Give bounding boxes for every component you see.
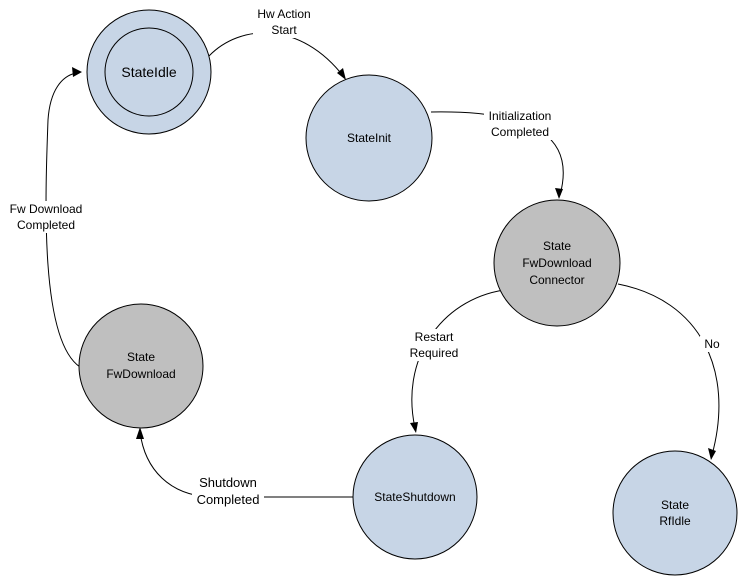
edge-label-init-completed: Initialization Completed bbox=[484, 108, 556, 140]
edge-label-shutdown-completed-line-2: Completed bbox=[197, 492, 260, 507]
edge-label-no: No bbox=[700, 336, 724, 352]
edge-label-init-completed-line-1: Initialization bbox=[489, 109, 552, 123]
edge-label-init-completed-line-2: Completed bbox=[491, 125, 549, 139]
node-fw-download-connector-line-2: FwDownload bbox=[522, 256, 591, 270]
node-rf-idle: State RfIdle bbox=[612, 450, 738, 576]
edge-label-hw-action-line-1: Hw Action bbox=[257, 7, 310, 21]
edge-label-restart-required-line-2: Required bbox=[410, 346, 459, 360]
node-state-idle-inner-ring bbox=[104, 27, 194, 117]
node-state-idle: StateIdle bbox=[86, 9, 212, 135]
node-state-shutdown-label: StateShutdown bbox=[374, 490, 455, 504]
node-fw-download-connector-line-1: State bbox=[543, 239, 571, 253]
arrowhead-restart-required bbox=[410, 422, 418, 433]
node-state-idle-label: StateIdle bbox=[121, 64, 176, 80]
node-rf-idle-line-1: State bbox=[661, 498, 689, 512]
node-state-shutdown: StateShutdown bbox=[352, 434, 478, 560]
arrowhead-init-completed bbox=[555, 188, 563, 199]
edge-label-shutdown-completed: Shutdown Completed bbox=[192, 474, 264, 508]
edge-fw-download-completed bbox=[45, 72, 81, 368]
edge-label-fw-download-completed-line-2: Completed bbox=[17, 218, 75, 232]
edge-label-fw-download-completed: Fw Download Completed bbox=[6, 201, 86, 233]
arrowhead-shutdown-completed bbox=[136, 427, 144, 439]
node-fw-download-connector-line-3: Connector bbox=[529, 273, 584, 287]
edge-label-hw-action: Hw Action Start bbox=[253, 6, 315, 38]
edge-label-no-line-1: No bbox=[704, 337, 720, 351]
node-fw-download: State FwDownload bbox=[78, 303, 204, 429]
arrowhead-fw-download-completed bbox=[72, 67, 82, 77]
node-fw-download-line-2: FwDownload bbox=[106, 367, 175, 381]
edge-label-shutdown-completed-line-1: Shutdown bbox=[199, 475, 257, 490]
node-state-init: StateInit bbox=[305, 74, 433, 202]
node-fw-download-line-1: State bbox=[127, 350, 155, 364]
edge-label-fw-download-completed-line-1: Fw Download bbox=[10, 202, 83, 216]
node-fw-download-connector: State FwDownload Connector bbox=[493, 199, 621, 327]
node-state-init-label: StateInit bbox=[347, 131, 392, 145]
arrowhead-hw-action bbox=[337, 68, 346, 80]
arrowhead-no bbox=[708, 448, 716, 460]
edge-label-restart-required: Restart Required bbox=[404, 329, 466, 361]
node-rf-idle-line-2: RfIdle bbox=[659, 514, 691, 528]
edge-label-hw-action-line-2: Start bbox=[271, 23, 297, 37]
edge-hw-action bbox=[208, 32, 345, 78]
edge-no bbox=[617, 283, 720, 456]
edge-label-restart-required-line-1: Restart bbox=[415, 330, 454, 344]
